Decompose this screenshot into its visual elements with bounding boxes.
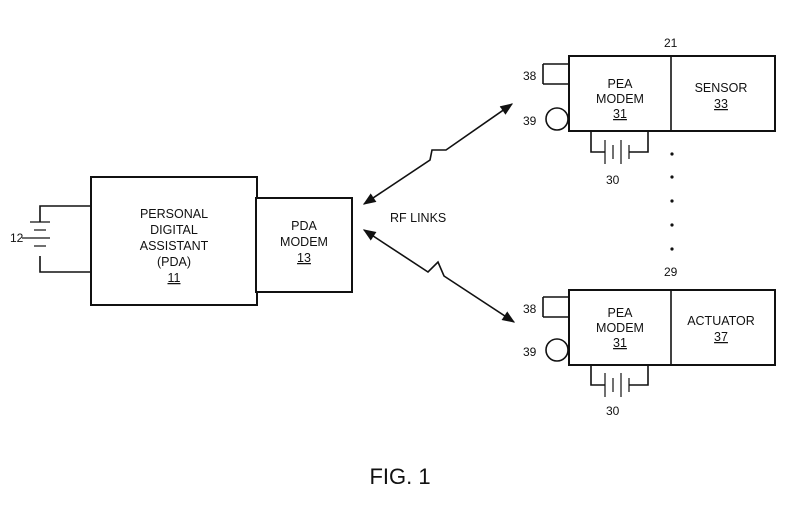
pda-block [90,176,258,306]
node-bottom-coil-ref: 39 [523,345,537,359]
node-bottom-coil [545,338,569,362]
pda-ref: 11 [168,271,181,285]
node-bottom-actuator-ref: 37 [714,330,728,344]
pda-label-line2: DIGITAL [150,223,198,237]
node-bottom-ref: 29 [664,265,678,279]
node-bottom-battery [590,365,649,397]
node-top-coil [545,107,569,131]
node-bottom-block [568,289,776,366]
rf-links-label: RF LINKS [390,211,446,225]
node-top-block [568,55,776,132]
pda-label-line3: ASSISTANT [140,239,209,253]
node-top-battery [590,131,649,164]
node-top-modem-line1: PEA [607,77,633,91]
node-top-sensor-label: SENSOR [695,81,748,95]
node-top-connector [542,63,569,85]
node-bottom-connector-ref: 38 [523,302,537,316]
pda-modem-ref: 13 [297,251,311,265]
node-bottom-modem-line1: PEA [607,306,633,320]
pda-modem-block [255,197,353,293]
rf-link-lower [362,229,516,323]
node-bottom-connector [542,296,569,318]
pda-label-line4: (PDA) [157,255,191,269]
continuation-dots [670,152,674,251]
node-top-coil-ref: 39 [523,114,537,128]
figure-caption: FIG. 1 [369,464,430,489]
pda-battery-ref: 12 [10,231,24,245]
pda-label-line1: PERSONAL [140,207,208,221]
node-bottom-actuator-label: ACTUATOR [687,314,755,328]
node-bottom-battery-ref: 30 [606,404,620,418]
node-top-modem-line2: MODEM [596,92,644,106]
node-top-battery-ref: 30 [606,173,620,187]
node-top-connector-ref: 38 [523,69,537,83]
node-top-modem-ref: 31 [613,107,627,121]
pda-modem-label-line2: MODEM [280,235,328,249]
node-bottom-modem-ref: 31 [613,336,627,350]
node-top-ref: 21 [664,36,678,50]
pda-battery [22,205,92,273]
pda-modem-label-line1: PDA [291,219,317,233]
node-top-sensor-ref: 33 [714,97,728,111]
node-bottom-modem-line2: MODEM [596,321,644,335]
rf-link-upper [362,103,514,205]
